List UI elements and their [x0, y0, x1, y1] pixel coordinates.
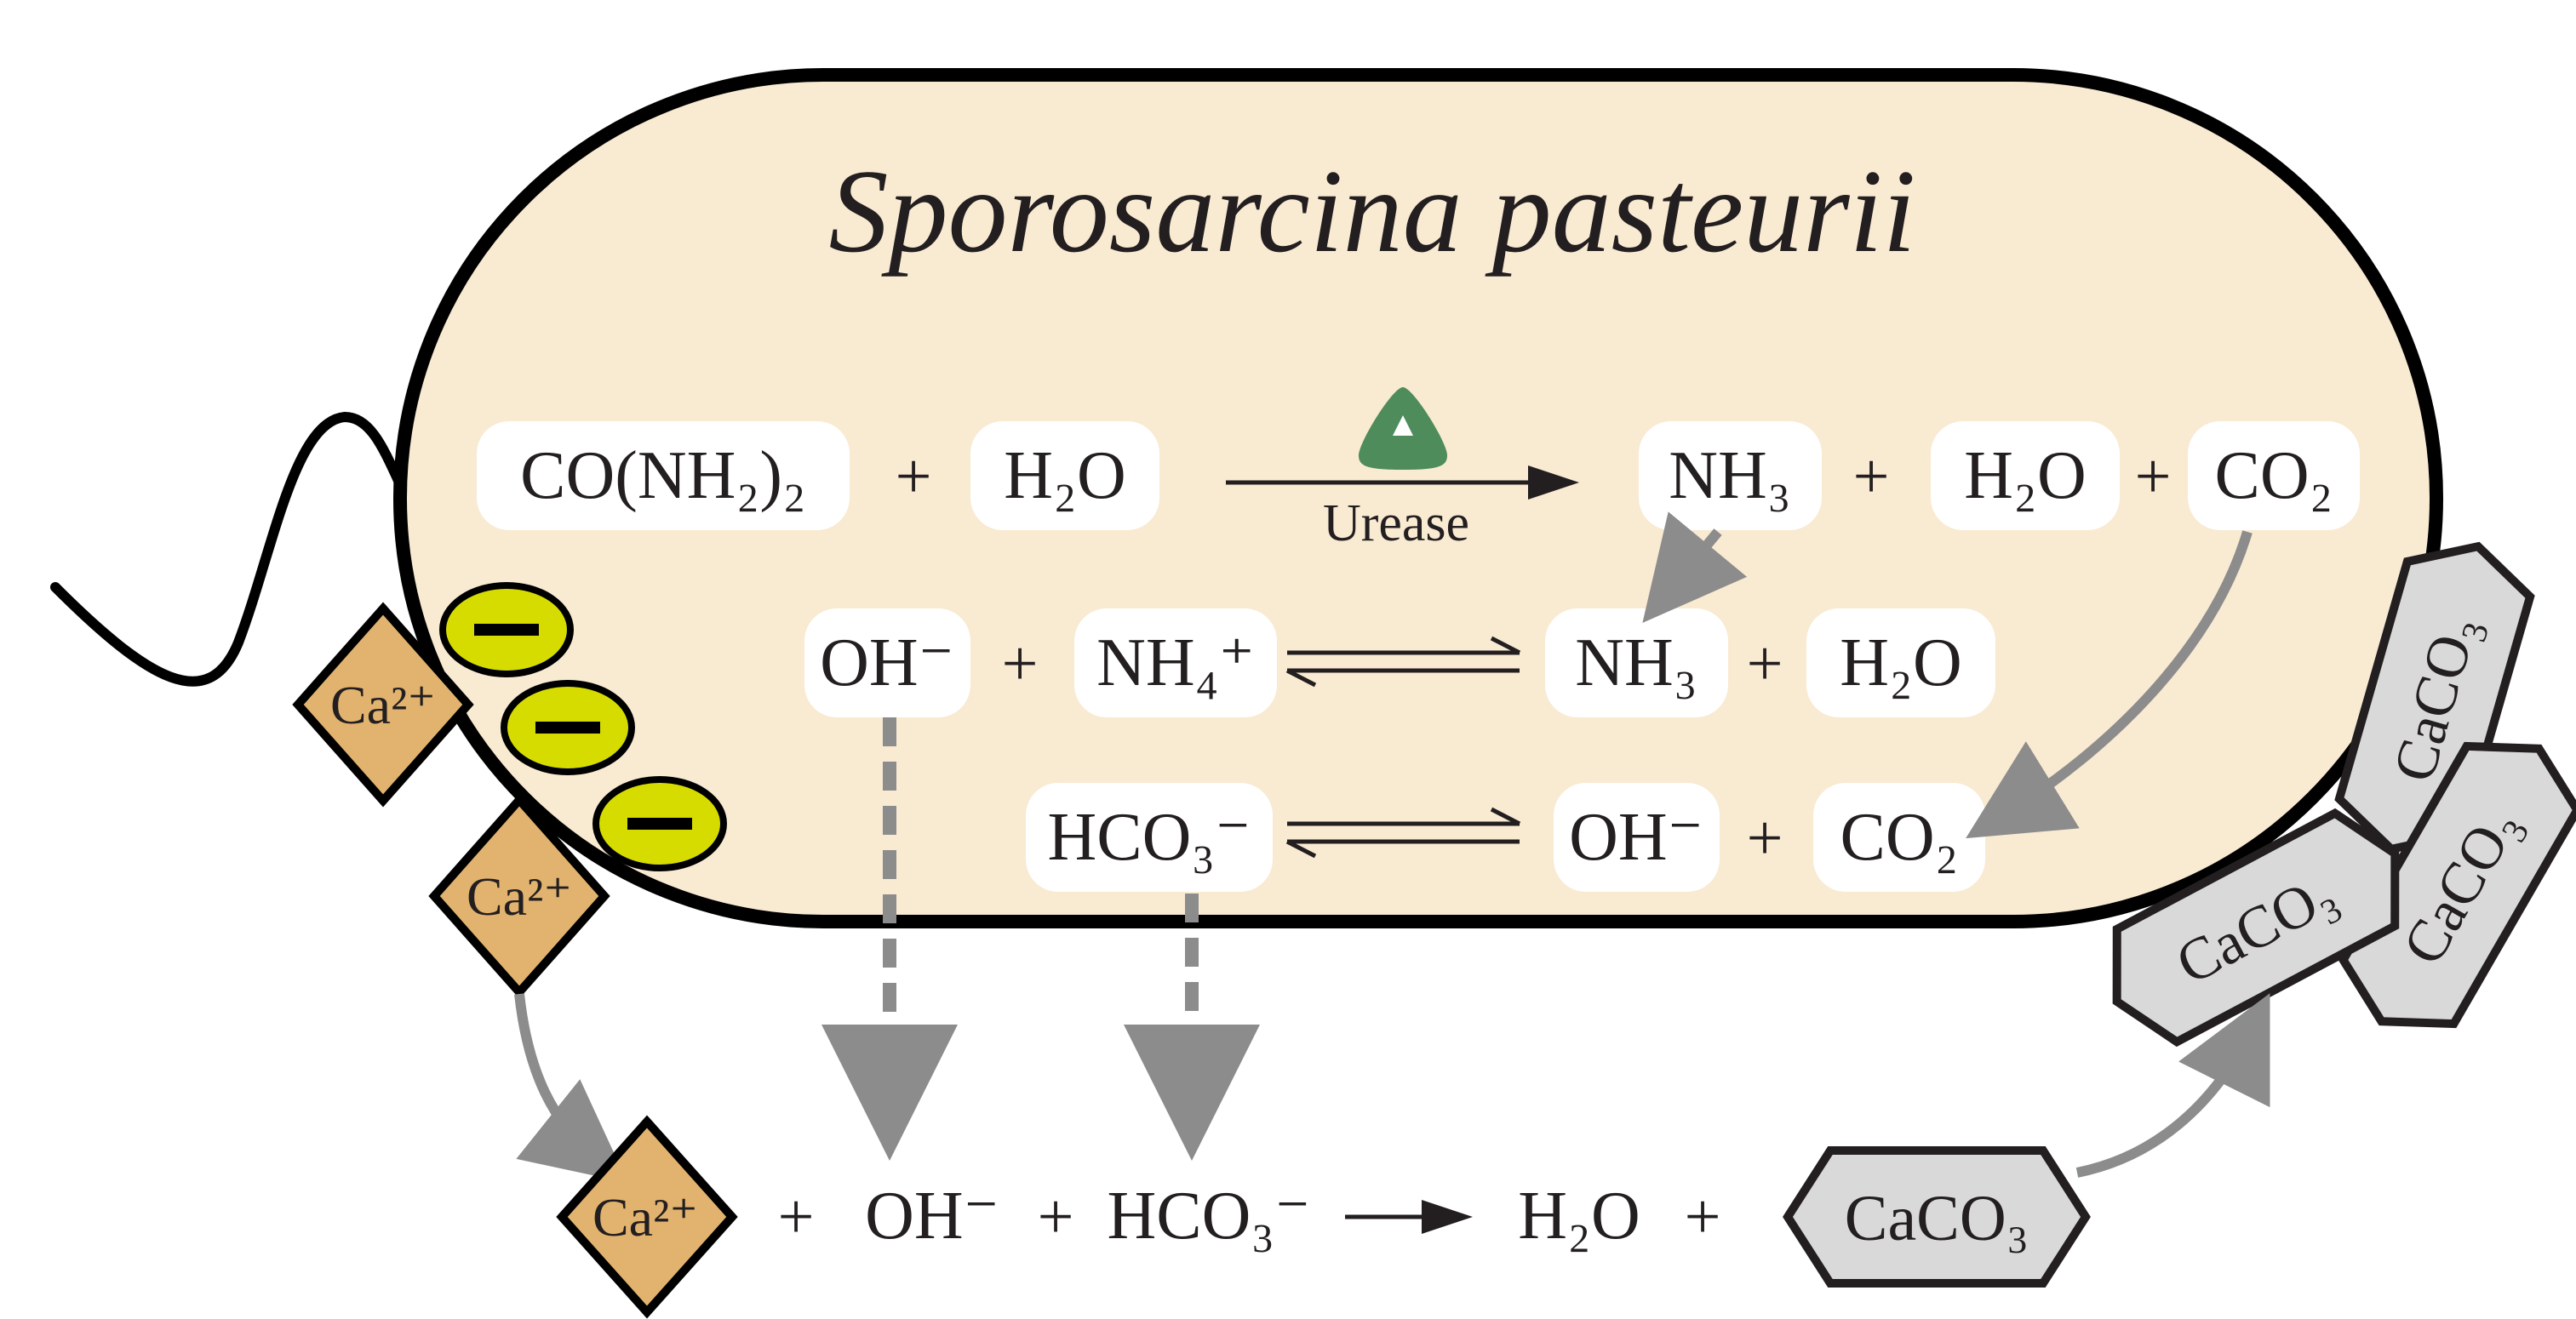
reaction-ammonium-equilibrium: OH⁻ + NH₄⁺ NH₃ + H₂O	[804, 608, 1995, 717]
triangle-icon	[1393, 415, 1413, 436]
bicarbonate: HCO₃⁻	[1107, 1179, 1310, 1253]
calcite-crystal-1: CaCO₃	[2334, 541, 2535, 854]
equilibrium-arrows	[1285, 807, 1521, 859]
plus-sign: +	[2135, 441, 2172, 512]
hydroxide: OH⁻	[865, 1179, 999, 1253]
negative-charge-2	[501, 680, 635, 775]
calcium-label: Ca²⁺	[592, 1187, 698, 1248]
hydroxide: OH⁻	[1569, 800, 1703, 875]
ammonium: NH₄⁺	[1096, 625, 1255, 700]
urease-label: Urease	[1323, 494, 1469, 552]
ammonia: NH₃	[1669, 438, 1790, 513]
equilibrium-arrows	[1285, 636, 1521, 688]
calcite-label: CaCO₃	[1845, 1183, 2029, 1254]
calcium-transport-arrow	[514, 993, 628, 1184]
bottom-precipitation-reaction: Ca²⁺ + OH⁻ + HCO₃⁻ H₂O + CaCO₃	[556, 1115, 2091, 1319]
carbon-dioxide: CO₂	[2214, 438, 2333, 513]
calcium-label: Ca²⁺	[467, 866, 572, 927]
plus-sign: +	[778, 1181, 815, 1253]
plus-sign: +	[1685, 1181, 1721, 1253]
reaction-bicarbonate-equilibrium: HCO₃⁻ OH⁻ + CO₂	[1026, 783, 1985, 892]
minus-icon	[627, 818, 692, 830]
co2-to-co2-arrow	[1966, 530, 2253, 839]
calcium-label: Ca²⁺	[330, 675, 436, 735]
minus-icon	[474, 624, 539, 636]
reaction-urea-hydrolysis: CO(NH₂)₂ + H₂O Urease NH₃ + H₂O + CO₂	[477, 387, 2360, 552]
water: H₂O	[1964, 438, 2086, 513]
plus-sign: +	[896, 441, 932, 512]
water: H₂O	[1840, 625, 1961, 700]
minus-icon	[535, 722, 600, 734]
ammonia: NH₃	[1575, 625, 1697, 700]
negative-charge-3	[592, 776, 727, 871]
plus-sign: +	[1747, 802, 1783, 874]
plus-sign: +	[1747, 628, 1783, 699]
negative-charge-1	[439, 582, 574, 677]
hydroxide: OH⁻	[820, 625, 954, 700]
ammonia-to-ammonia-arrow	[1642, 511, 1748, 623]
plus-sign: +	[1853, 441, 1890, 512]
bicarbonate: HCO₃⁻	[1047, 800, 1251, 875]
calcite-product: CaCO₃	[1783, 1146, 2091, 1288]
flagellum	[50, 411, 414, 687]
plus-sign: +	[1038, 1181, 1074, 1253]
calcium-ion-free: Ca²⁺	[556, 1115, 738, 1319]
species-title: Sporosarcina pasteurii	[829, 146, 1916, 277]
plus-sign: +	[1002, 628, 1039, 699]
calcium-ion-2: Ca²⁺	[428, 793, 610, 999]
water: H₂O	[1518, 1179, 1640, 1253]
water: H₂O	[1004, 438, 1125, 513]
crystal-growth-arrow	[2075, 993, 2270, 1178]
urea: CO(NH₂)₂	[520, 438, 806, 513]
carbon-dioxide: CO₂	[1840, 800, 1958, 875]
calcium-ion-1: Ca²⁺	[292, 602, 474, 808]
